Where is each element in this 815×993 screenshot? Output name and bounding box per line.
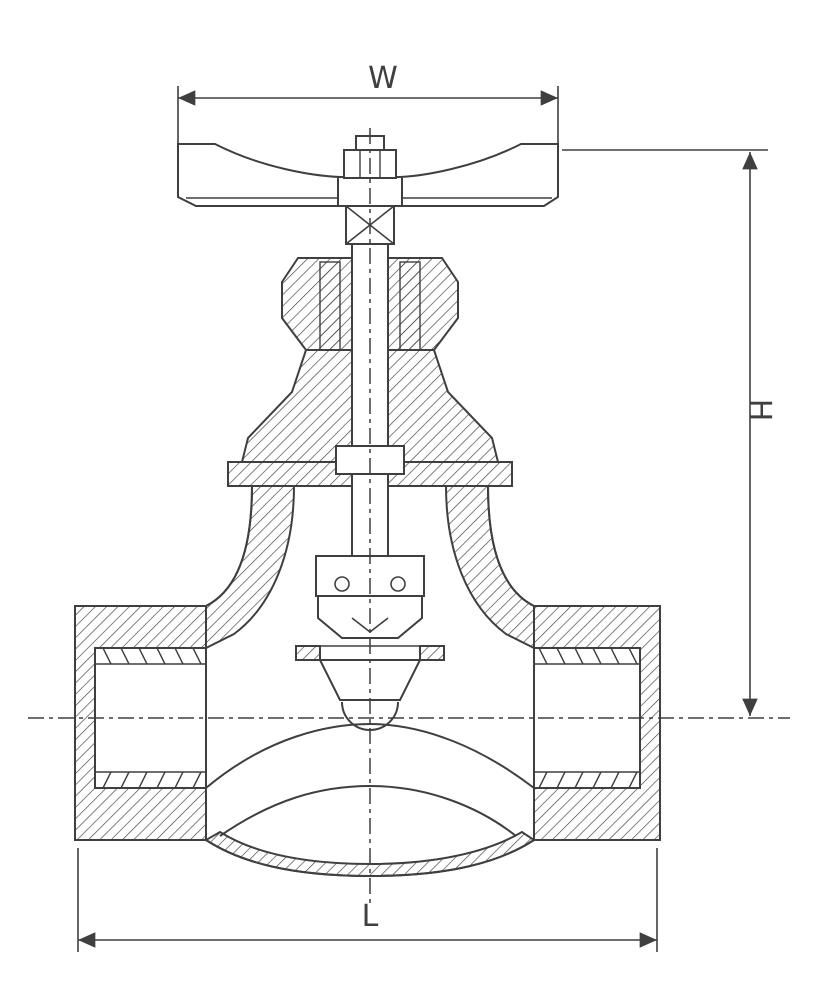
packing-right — [399, 261, 421, 351]
flow-passage-upper-arc — [205, 722, 535, 789]
left-shoulder-wall — [205, 485, 296, 650]
bottom-wall — [204, 830, 536, 878]
valve-body — [74, 485, 661, 878]
handwheel-right-wing — [399, 143, 559, 207]
handwheel-left-wing — [177, 143, 341, 207]
dimension-width — [177, 86, 559, 152]
width-dimension-label: W — [368, 61, 398, 96]
centerlines — [28, 128, 790, 908]
dimensions — [77, 86, 768, 952]
flow-passage-lower-arc — [219, 784, 517, 837]
length-dimension-label: L — [362, 899, 379, 934]
dimension-height — [562, 149, 768, 716]
right-threaded-bore — [533, 647, 641, 789]
right-shoulder-wall — [444, 485, 535, 650]
dimension-length — [77, 848, 658, 952]
handwheel-assembly — [177, 135, 559, 245]
height-dimension-label: H — [742, 399, 777, 422]
packing-left — [319, 261, 341, 351]
